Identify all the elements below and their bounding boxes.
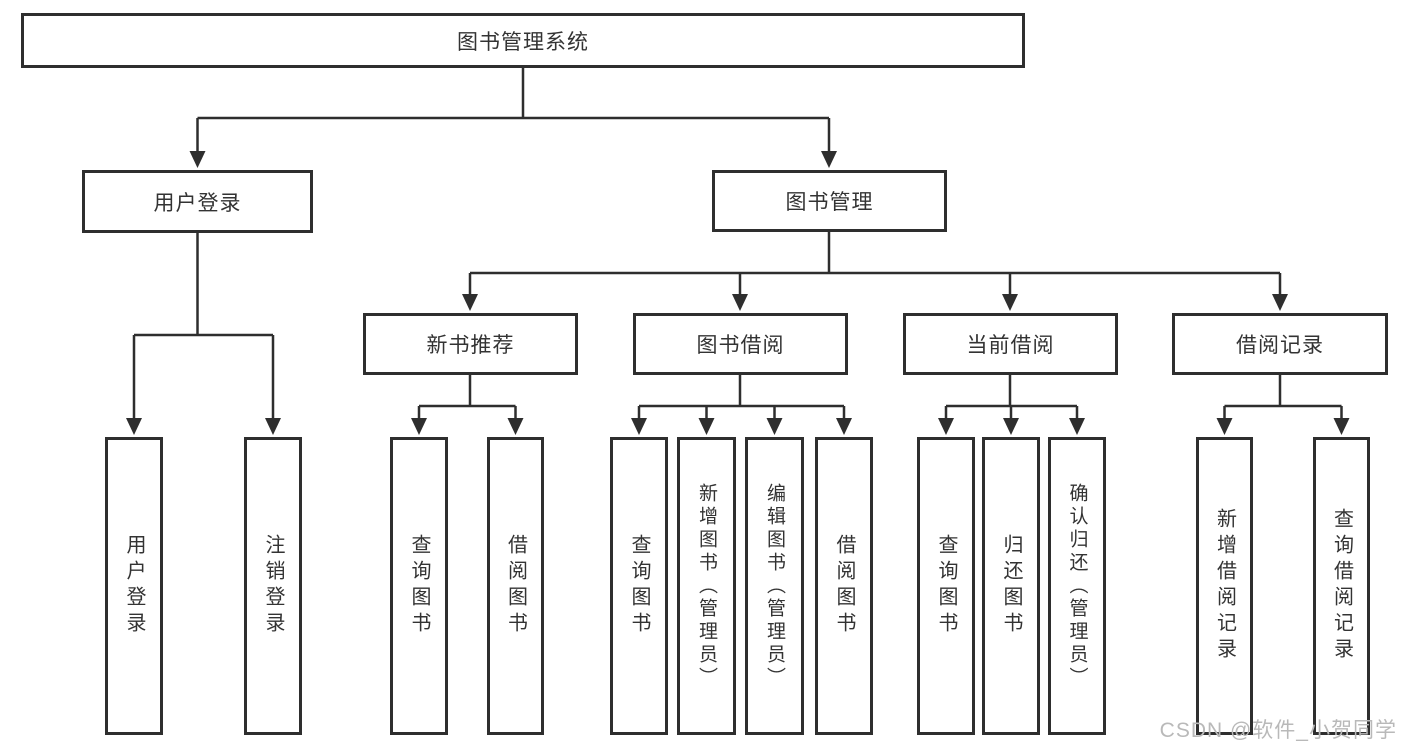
leaf-edit-book-admin: 编辑图书（管理员） bbox=[745, 437, 804, 735]
leaf-borrow-books: 借阅图书 bbox=[815, 437, 873, 735]
leaf-add-book-admin: 新增图书（管理员） bbox=[677, 437, 736, 735]
leaf-query-borrow-record: 查询借阅记录 bbox=[1313, 437, 1370, 735]
leaf-query-books-current: 查询图书 bbox=[917, 437, 975, 735]
node-borrowing-records: 借阅记录 bbox=[1172, 313, 1388, 375]
node-user-login: 用户登录 bbox=[82, 170, 313, 233]
leaf-add-borrow-record: 新增借阅记录 bbox=[1196, 437, 1253, 735]
node-current-borrowing: 当前借阅 bbox=[903, 313, 1118, 375]
leaf-query-books-borrowing: 查询图书 bbox=[610, 437, 668, 735]
node-new-book-recommend: 新书推荐 bbox=[363, 313, 578, 375]
leaf-logout: 注销登录 bbox=[244, 437, 302, 735]
node-library-system: 图书管理系统 bbox=[21, 13, 1025, 68]
arrowheads bbox=[126, 151, 1350, 435]
leaf-confirm-return-admin: 确认归还（管理员） bbox=[1048, 437, 1106, 735]
node-book-borrowing: 图书借阅 bbox=[633, 313, 848, 375]
csdn-watermark: CSDN @软件_小贺同学 bbox=[1159, 719, 1397, 742]
node-book-management: 图书管理 bbox=[712, 170, 947, 232]
leaf-borrow-books-recommend: 借阅图书 bbox=[487, 437, 544, 735]
leaf-user-login: 用户登录 bbox=[105, 437, 163, 735]
leaf-query-books-recommend: 查询图书 bbox=[390, 437, 448, 735]
leaf-return-books: 归还图书 bbox=[982, 437, 1040, 735]
